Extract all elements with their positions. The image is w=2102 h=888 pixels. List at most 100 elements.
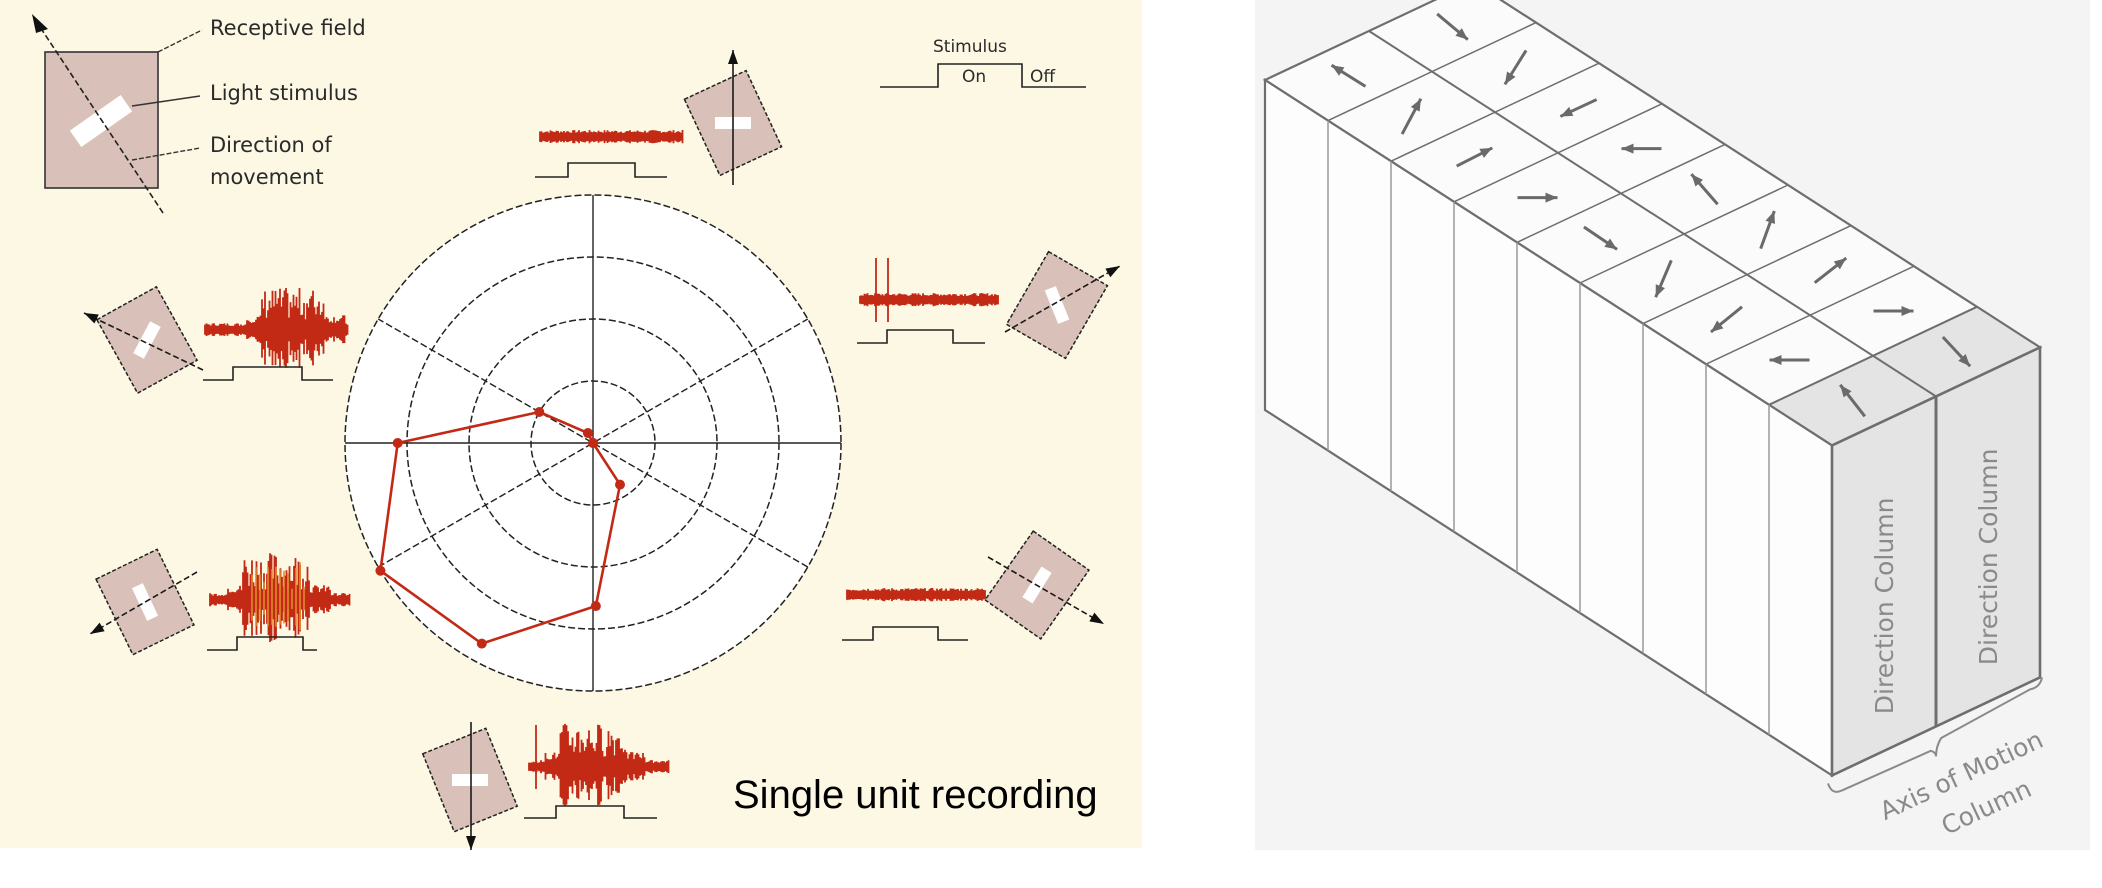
arrow-head bbox=[1901, 306, 1914, 316]
polar-response-plot bbox=[344, 194, 842, 692]
direction-arrow-icon bbox=[1710, 305, 1743, 334]
axis-of-motion-bracket bbox=[1827, 677, 2043, 793]
single-unit-recording-panel: Receptive field Light stimulus Direction… bbox=[0, 0, 1142, 850]
arrow-head bbox=[1958, 354, 1971, 367]
spike-train-trace bbox=[846, 588, 986, 602]
receptive-field-legend: Receptive field Light stimulus Direction… bbox=[32, 14, 366, 214]
polar-spoke bbox=[377, 318, 809, 568]
arrow-head bbox=[1691, 174, 1704, 187]
stimulus-step-trace bbox=[524, 805, 657, 819]
arrow-head bbox=[1769, 355, 1782, 365]
direction-arrowhead-icon bbox=[32, 14, 48, 33]
direction-arrow-icon bbox=[1400, 98, 1423, 135]
caption-single-unit-recording: Single unit recording bbox=[733, 773, 1098, 817]
response-point bbox=[392, 438, 403, 448]
direction-arrow-icon bbox=[1436, 12, 1469, 41]
arrow-head bbox=[1621, 143, 1634, 154]
arrowhead-icon bbox=[84, 313, 99, 324]
spike-train-trace-highlight bbox=[251, 562, 305, 631]
light-stimulus-bar bbox=[131, 583, 159, 621]
direction-arrow-icon bbox=[1621, 143, 1662, 154]
spike-train-trace bbox=[539, 130, 684, 144]
arrow-head bbox=[1710, 320, 1724, 332]
direction-arrow-icon bbox=[1654, 259, 1673, 298]
direction-arrow-icon bbox=[1873, 306, 1914, 316]
leader-line bbox=[131, 147, 201, 161]
label-receptive-field: Receptive field bbox=[210, 16, 366, 40]
condition-direction-90 bbox=[535, 50, 783, 185]
direction-arrow-icon bbox=[1759, 210, 1776, 250]
response-point bbox=[590, 601, 601, 612]
direction-arrow-icon bbox=[1455, 146, 1494, 168]
stimulus-conditions bbox=[83, 50, 1121, 850]
cortical-column-block bbox=[1262, 0, 2043, 778]
light-stimulus-bar bbox=[1044, 286, 1070, 324]
direction-arrow-icon bbox=[1330, 63, 1367, 88]
response-point bbox=[534, 407, 545, 417]
arrow-head bbox=[1840, 384, 1852, 398]
stimulus-step-trace bbox=[207, 636, 317, 651]
response-point bbox=[588, 438, 598, 448]
direction-columns-panel: Direction Column Direction Column Axis o… bbox=[1255, 0, 2090, 850]
direction-column-label: Direction Column bbox=[1974, 449, 2003, 666]
light-stimulus-bar bbox=[452, 774, 488, 786]
direction-of-movement-line bbox=[987, 556, 1105, 625]
label-direction-of: Direction of bbox=[210, 133, 332, 157]
label-movement: movement bbox=[210, 165, 324, 189]
arrow-head bbox=[1604, 238, 1618, 250]
arrow-head bbox=[1833, 258, 1847, 270]
arrow-head bbox=[1410, 98, 1421, 112]
spike-train-trace bbox=[528, 723, 670, 806]
arrow-head bbox=[1655, 284, 1665, 298]
direction-arrow-icon bbox=[1559, 98, 1598, 118]
condition-direction-330 bbox=[842, 530, 1105, 641]
arrow-head bbox=[1765, 211, 1775, 224]
direction-arrow-icon bbox=[1839, 383, 1866, 418]
arrow-head bbox=[1331, 65, 1345, 76]
light-stimulus-bar bbox=[69, 95, 133, 147]
direction-column-label: Direction Column bbox=[1870, 498, 1899, 715]
spike-train-trace bbox=[204, 288, 349, 368]
condition-direction-150 bbox=[83, 285, 349, 395]
response-point bbox=[582, 428, 593, 439]
stimulus-off-label: Off bbox=[1030, 67, 1056, 87]
arrow-head bbox=[1455, 28, 1468, 40]
label-light-stimulus: Light stimulus bbox=[210, 81, 358, 105]
condition-direction-270 bbox=[421, 722, 670, 850]
stimulus-title: Stimulus bbox=[933, 37, 1007, 57]
direction-of-movement-line bbox=[1004, 265, 1121, 333]
response-point bbox=[476, 638, 487, 649]
direction-arrow-icon bbox=[1769, 355, 1810, 365]
direction-arrow-icon bbox=[1813, 256, 1848, 284]
direction-arrow-icon bbox=[1583, 225, 1618, 251]
response-point bbox=[375, 565, 386, 576]
arrowhead-icon bbox=[1089, 612, 1104, 624]
arrowhead-icon bbox=[1105, 266, 1120, 278]
condition-direction-210 bbox=[89, 548, 351, 656]
arrowhead-icon bbox=[728, 50, 738, 64]
condition-direction-30 bbox=[857, 250, 1121, 360]
leader-line bbox=[157, 29, 203, 53]
spike-train-trace bbox=[859, 258, 999, 322]
arrowhead-icon bbox=[466, 836, 476, 850]
direction-of-movement-line bbox=[89, 571, 198, 635]
row-divider bbox=[1368, 30, 1937, 398]
direction-arrow-icon bbox=[1690, 173, 1719, 206]
arrow-head bbox=[1560, 106, 1574, 117]
stimulus-step-trace bbox=[842, 626, 968, 641]
arrowhead-icon bbox=[90, 622, 105, 634]
arrow-head bbox=[1545, 192, 1558, 203]
stimulus-on-label: On bbox=[962, 67, 986, 87]
direction-arrow-icon bbox=[1517, 192, 1558, 203]
stimulus-legend: Stimulus On Off bbox=[880, 37, 1086, 88]
direction-arrow-icon bbox=[1503, 49, 1528, 86]
direction-of-movement-line bbox=[83, 312, 204, 371]
response-point bbox=[615, 479, 626, 490]
stimulus-step-trace bbox=[857, 329, 985, 344]
arrow-head bbox=[1479, 147, 1493, 158]
leader-line bbox=[131, 95, 201, 107]
stimulus-step-trace bbox=[535, 162, 667, 178]
direction-arrow-icon bbox=[1941, 335, 1972, 368]
light-stimulus-bar bbox=[133, 321, 161, 359]
